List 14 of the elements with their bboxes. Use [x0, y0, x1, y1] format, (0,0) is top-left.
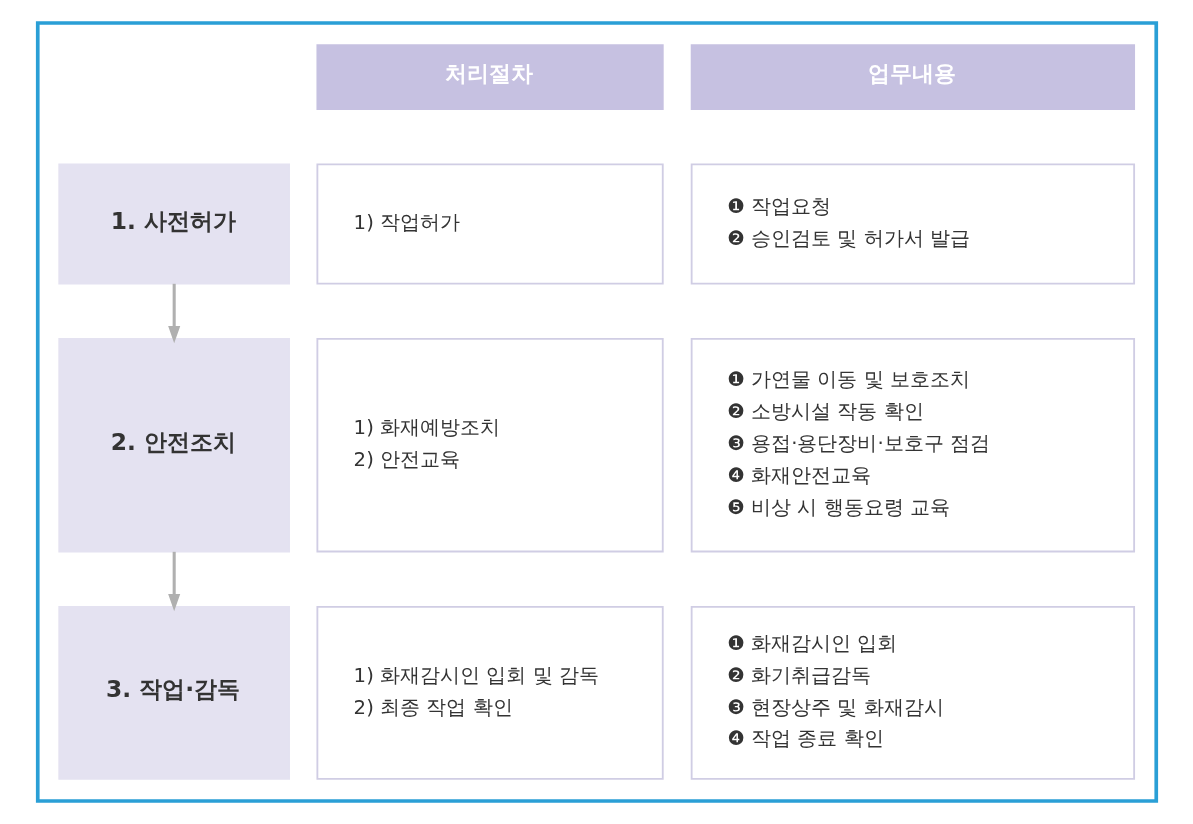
node-box: 1) 화재감시인 입회 및 감독 2) 최종 작업 확인 — [315, 605, 664, 780]
cluster — [35, 21, 1158, 803]
node-box: 1) 화재예방조치 2) 안전교육 — [315, 337, 664, 553]
node-box: 처리절차 — [315, 44, 664, 110]
node-box: 1) 작업허가 — [315, 163, 664, 285]
arrow — [167, 283, 180, 344]
node-box: 업무내용 — [690, 44, 1135, 110]
node-box: ❶ 작업요청 ❷ 승인검토 및 허가서 발급 — [690, 163, 1135, 285]
node-box: 2. 안전조치 — [57, 337, 290, 553]
node-box: ❶ 가연물 이동 및 보호조치 ❷ 소방시설 작동 확인 ❸ 용접·용단장비·보호구 점검 ❹ 화재안전교육 ❺ 비상 시 행동요령 교육 — [690, 337, 1135, 553]
node-box: 3. 작업·감독 — [57, 605, 290, 780]
node-box: ❶ 화재감시인 입회 ❷ 화기취급감독 ❸ 현장상주 및 화재감시 ❹ 작업 종료 확인 — [690, 605, 1135, 780]
arrow — [167, 551, 180, 612]
node-box: 1. 사전허가 — [57, 163, 290, 285]
